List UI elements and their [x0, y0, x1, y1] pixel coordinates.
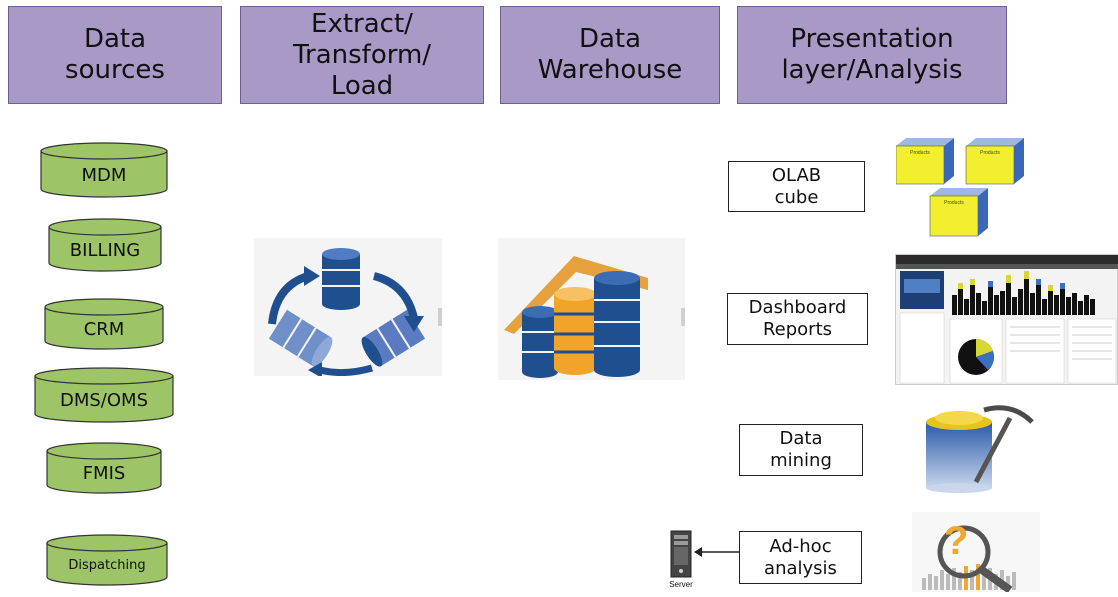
source-label: MDM [81, 165, 127, 186]
arrowhead-icon [404, 316, 424, 332]
cube-icon: Products [895, 138, 954, 185]
gold-bucket-icon [926, 411, 992, 493]
cycle-arrow-icon [319, 364, 373, 377]
olap-cubes-image: Products Products Products [895, 136, 1038, 240]
dashboard-bars [952, 271, 1095, 315]
source-billing: BILLING [46, 216, 164, 274]
source-label: Dispatching [68, 558, 146, 573]
data-warehouse-image [498, 238, 685, 380]
cube-icon: Products [929, 188, 988, 237]
cycle-arrow-icon [372, 272, 418, 320]
cycle-arrow-icon [268, 272, 310, 325]
source-mdm: MDM [38, 140, 170, 200]
warehouse-database-icon [594, 271, 640, 377]
adhoc-analysis-box: Ad-hoc analysis [739, 531, 862, 584]
arrowhead-icon [304, 266, 320, 286]
cylinder-shape [40, 142, 168, 198]
svg-text:Products: Products [944, 200, 964, 206]
cube-icon: Products [965, 138, 1024, 185]
pickaxe-icon [973, 405, 1034, 484]
dashboard-reports-box: Dashboard Reports [727, 293, 868, 345]
cylinder-shape [46, 442, 162, 494]
adhoc-analysis-image: ? [912, 512, 1040, 594]
etl-left-database-icon [268, 309, 333, 367]
source-fmis: FMIS [44, 440, 164, 496]
header-data-warehouse: Data Warehouse [500, 6, 720, 104]
server-icon [667, 529, 695, 579]
olap-cube-box: OLAB cube [728, 161, 865, 212]
source-crm: CRM [42, 296, 166, 352]
source-label: BILLING [69, 240, 141, 261]
warehouse-database-icon [554, 287, 596, 375]
data-mining-box: Data mining [739, 424, 863, 476]
header-data-sources: Data sources [8, 6, 222, 104]
warehouse-database-icon [522, 306, 558, 378]
etl-top-database-icon [322, 248, 360, 310]
source-label: CRM [83, 319, 125, 340]
data-mining-image [922, 396, 1034, 494]
svg-text:Products: Products [980, 150, 1000, 156]
magnifier-question-icon: ? [937, 519, 1013, 594]
cylinder-shape [46, 534, 168, 586]
svg-text:Products: Products [910, 150, 930, 156]
header-presentation-layer: Presentation layer/Analysis [737, 6, 1007, 104]
source-dispatching: Dispatching [44, 532, 170, 588]
cylinder-shape [44, 298, 164, 350]
etl-cycle-image [254, 238, 442, 378]
cylinder-shape [34, 367, 174, 423]
header-etl: Extract/ Transform/ Load [240, 6, 484, 104]
arrowhead-icon [308, 362, 322, 378]
source-dms-oms: DMS/OMS [32, 365, 176, 425]
cylinder-shape [48, 218, 162, 272]
source-label: FMIS [82, 463, 126, 484]
source-label: DMS/OMS [59, 390, 148, 411]
svg-text:?: ? [944, 519, 968, 563]
dashboard-screenshot-image [895, 254, 1118, 385]
server-arrow-icon [694, 547, 739, 557]
server-label: Server [669, 580, 693, 589]
